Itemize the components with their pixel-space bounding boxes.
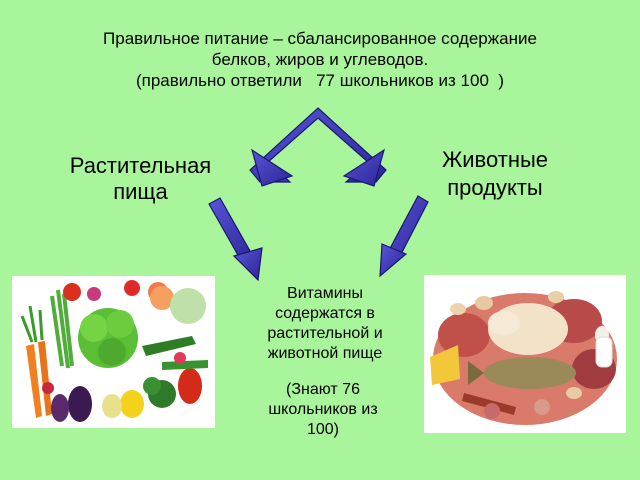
title-line-1: Правильное питание – сбалансированное со… — [103, 29, 537, 48]
vitamins-line-2: содержатся в — [275, 305, 375, 322]
split-arrow-right-head — [342, 148, 386, 187]
left-converging-arrow — [208, 197, 263, 282]
vitamins-line-4: животной пище — [267, 345, 383, 362]
carrots-illustration — [20, 305, 52, 418]
animal-products-label: Животные продукты — [420, 146, 570, 202]
animal-products-image — [424, 275, 626, 433]
plant-food-line-1: Растительная — [69, 153, 212, 178]
vitamins-line-3: растительной и — [267, 325, 383, 342]
split-arrow-left-head — [250, 148, 294, 187]
slide-title: Правильное питание – сбалансированное со… — [20, 28, 620, 91]
vitamins-line-1: Витамины — [287, 285, 363, 302]
survey-note: (Знают 76 школьников из 100) — [238, 380, 408, 440]
chicken-illustration — [488, 303, 568, 355]
title-line-2: белков, жиров и углеводов. — [211, 50, 429, 69]
survey-note-line-3: 100) — [306, 421, 340, 438]
vegetables-image — [12, 276, 215, 428]
title-line-3: (правильно ответили 77 школьников из 100… — [135, 71, 505, 90]
survey-note-line-2: школьников из — [268, 401, 378, 418]
lettuce-illustration — [78, 308, 138, 368]
animal-products-line-2: продукты — [447, 175, 543, 200]
right-converging-arrow — [379, 195, 429, 278]
animal-products-line-1: Животные — [441, 147, 549, 172]
plant-food-line-2: пища — [113, 179, 168, 204]
plant-food-label: Растительная пища — [48, 153, 233, 205]
vitamins-statement: Витамины содержатся в растительной и жив… — [240, 284, 410, 364]
fish-illustration — [468, 357, 576, 389]
survey-note-line-1: (Знают 76 — [286, 381, 360, 398]
